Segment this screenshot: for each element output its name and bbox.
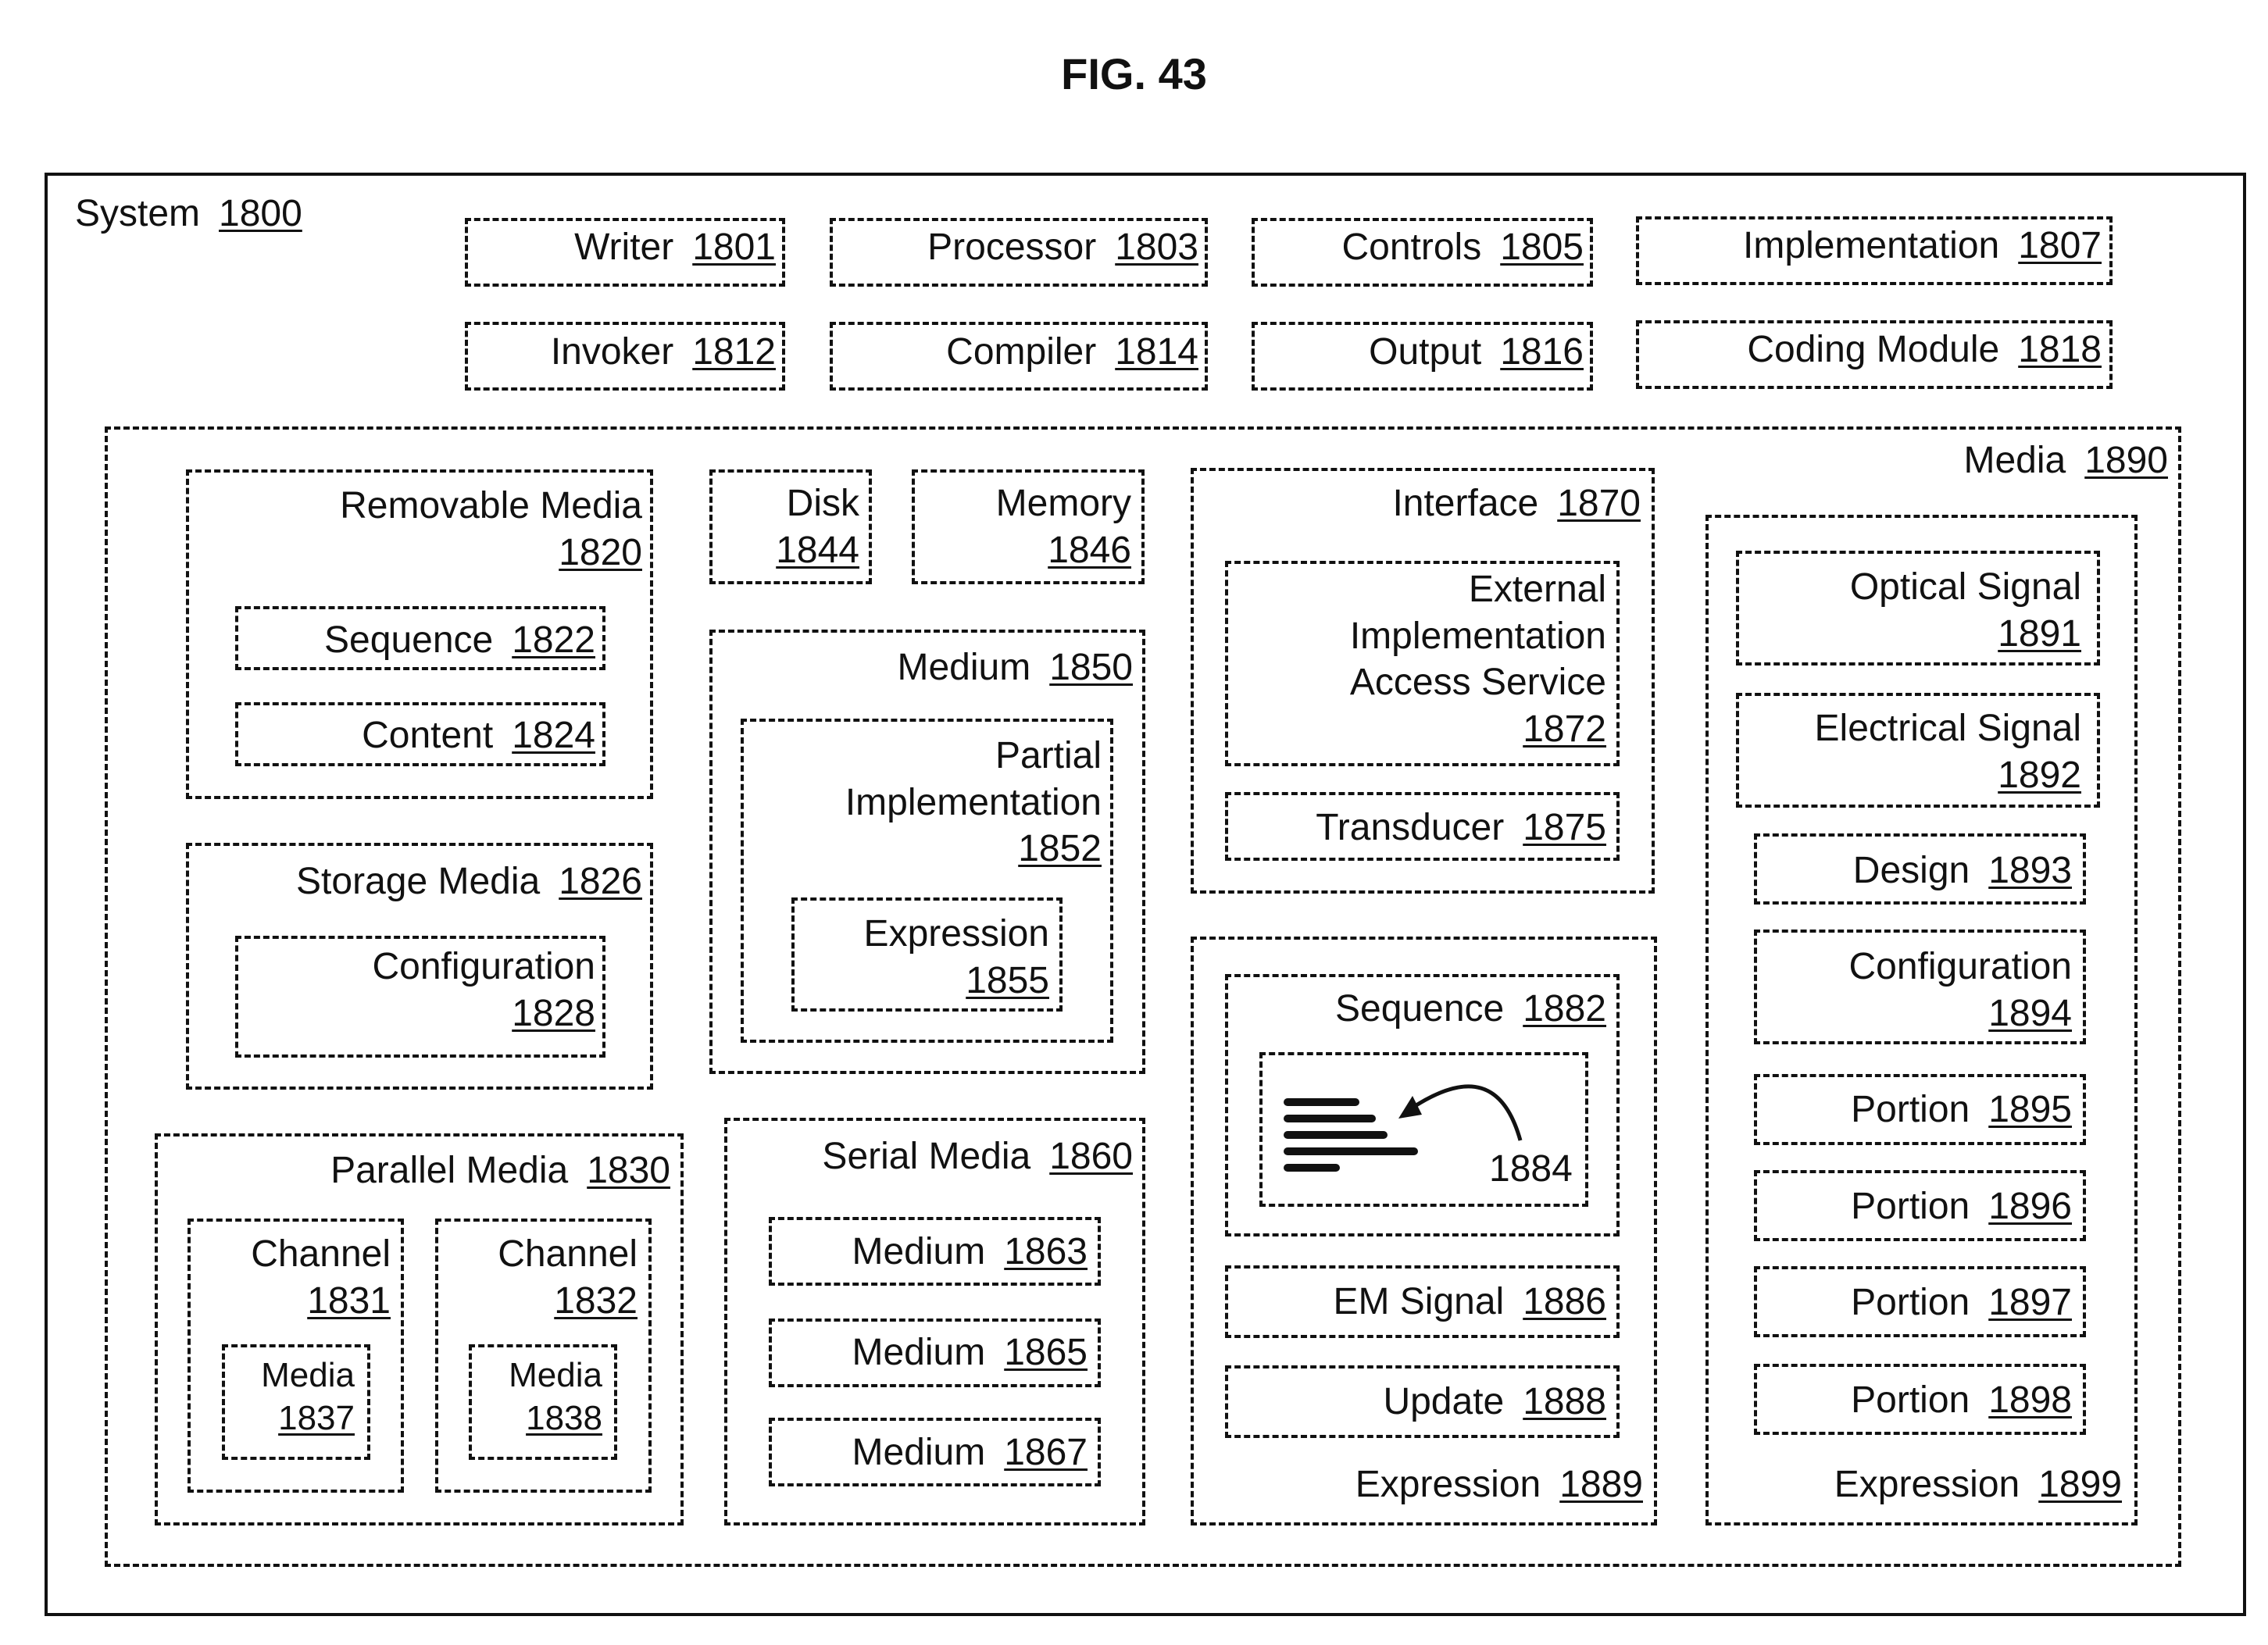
portion-1897-label: Portion 1897 [1851,1279,2072,1326]
portion-1896-name: Portion [1851,1186,1970,1227]
portion-1895-label: Portion 1895 [1851,1087,2072,1133]
update-ref: 1888 [1523,1381,1606,1422]
update-name: Update [1383,1381,1504,1422]
portion-1898-ref: 1898 [1988,1379,2072,1421]
em-signal-ref: 1886 [1523,1281,1606,1322]
configuration-1894-label: Configuration 1894 [1848,944,2072,1037]
expression-1899-name: Expression [1834,1464,2020,1505]
expression-1889-ref: 1889 [1559,1464,1643,1505]
pointer-arrow [1410,1087,1520,1140]
electrical-signal-name: Electrical Signal [1815,708,2081,749]
configuration-1894-ref: 1894 [1988,993,2072,1034]
arrowhead [1398,1096,1422,1119]
em-signal-name: EM Signal [1333,1281,1504,1322]
portion-1896-ref: 1896 [1988,1186,2072,1227]
portion-1896-label: Portion 1896 [1851,1183,2072,1230]
portion-1895-name: Portion [1851,1089,1970,1130]
expression-1899-label: Expression 1899 [1834,1461,2122,1508]
expression-1899-ref: 1899 [2038,1464,2122,1505]
optical-signal-ref: 1891 [1998,613,2081,655]
design-ref: 1893 [1988,850,2072,891]
portion-1898-label: Portion 1898 [1851,1377,2072,1424]
portion-1897-name: Portion [1851,1282,1970,1323]
electrical-signal-ref: 1892 [1998,755,2081,796]
update-label: Update 1888 [1383,1379,1606,1426]
optical-signal-name: Optical Signal [1850,566,2081,608]
electrical-signal-label: Electrical Signal 1892 [1815,705,2081,798]
item-1884-label: 1884 [1489,1146,1573,1193]
expression-1889-name: Expression [1355,1464,1541,1505]
optical-signal-label: Optical Signal 1891 [1850,564,2081,657]
expression-1889-label: Expression 1889 [1355,1461,1643,1508]
design-name: Design [1853,850,1970,891]
portion-1898-name: Portion [1851,1379,1970,1421]
design-label: Design 1893 [1853,847,2072,894]
portion-1895-ref: 1895 [1988,1089,2072,1130]
item-1884-ref: 1884 [1489,1148,1573,1190]
em-signal-label: EM Signal 1886 [1333,1279,1606,1326]
portion-1897-ref: 1897 [1988,1282,2072,1323]
configuration-1894-name: Configuration [1848,946,2072,987]
